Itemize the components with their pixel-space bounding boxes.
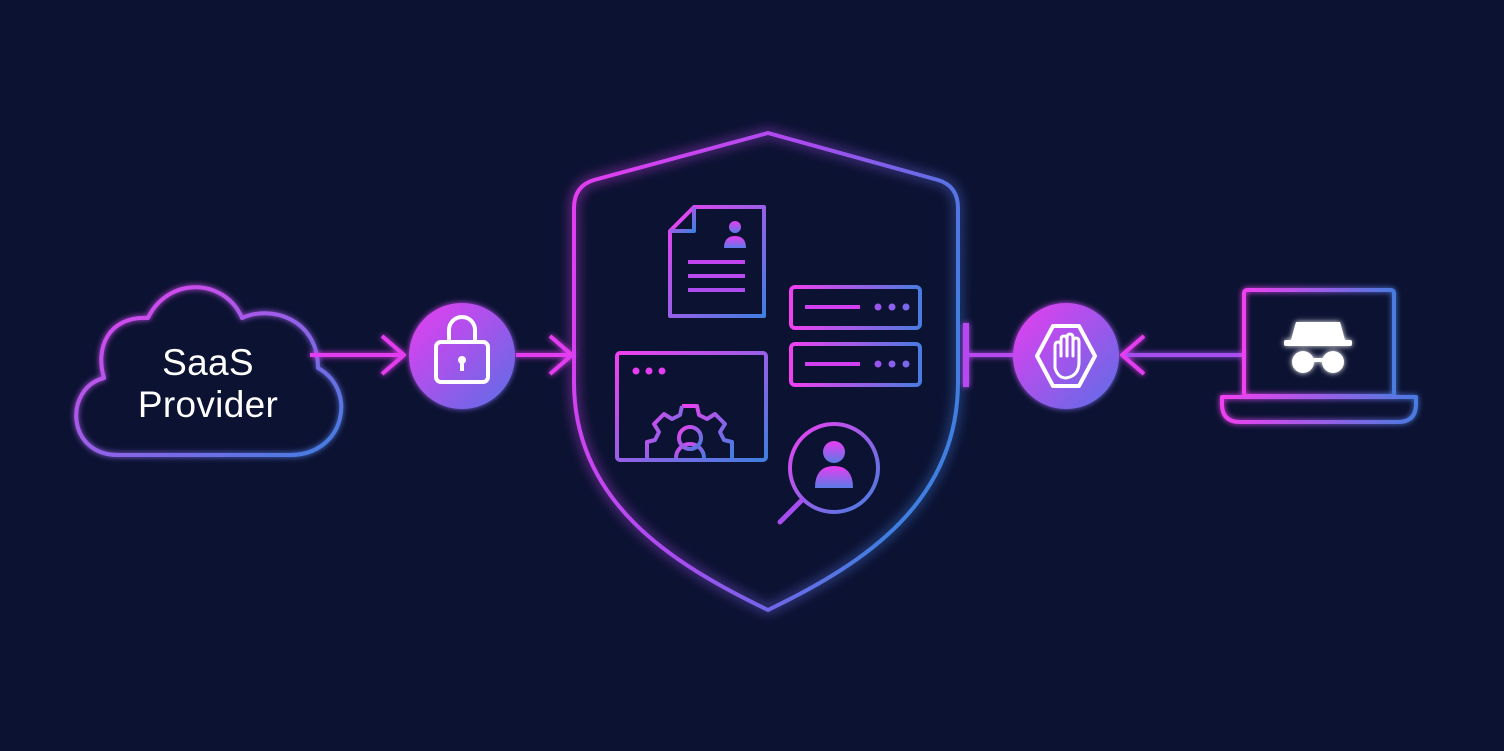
- shield-icon: [572, 131, 960, 612]
- browser-settings-icon: [615, 351, 768, 462]
- server-rack-icon: [789, 285, 922, 387]
- cloud-icon: [74, 285, 344, 457]
- stop-hand-icon: [1013, 303, 1119, 409]
- gear-icon: [645, 404, 734, 459]
- padlock-icon: [409, 303, 515, 409]
- saas-provider-label: SaaS Provider: [110, 342, 306, 426]
- cloud-label-line2: Provider: [137, 384, 279, 425]
- arrow-lock-to-shield: [516, 334, 574, 376]
- blocked-connector: [963, 323, 1016, 387]
- arrow-cloud-to-lock: [310, 334, 406, 376]
- user-document-icon: [668, 205, 766, 318]
- user-search-icon: [777, 422, 880, 525]
- incognito-laptop-icon: [1220, 288, 1418, 424]
- arrow-laptop-to-block: [1120, 334, 1244, 376]
- cloud-label-line1: SaaS: [162, 342, 254, 383]
